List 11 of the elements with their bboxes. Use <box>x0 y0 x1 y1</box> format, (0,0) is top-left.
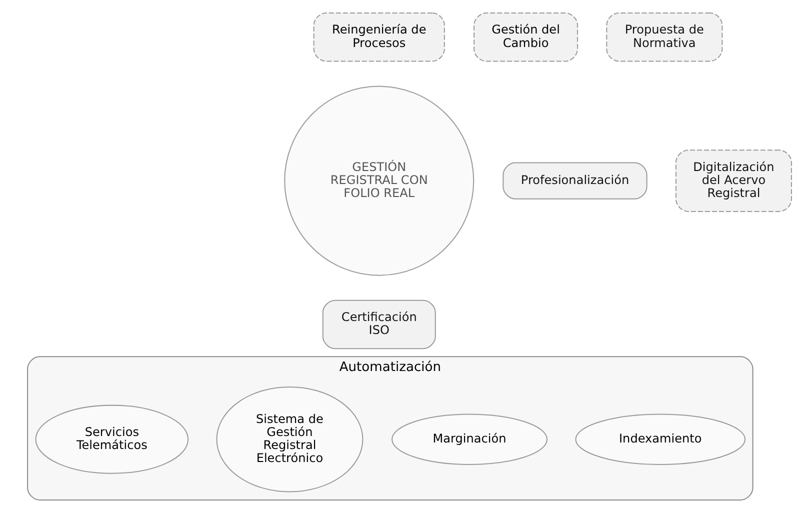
node-box: Gestión del Cambio <box>473 12 578 62</box>
node-box: Propuesta de Normativa <box>606 12 722 62</box>
node-ellipse: Marginación <box>391 413 548 464</box>
node-box: Profesionalización <box>502 162 647 199</box>
node-box: Reingeniería de Procesos <box>312 12 444 62</box>
node-ellipse: Indexamiento <box>574 413 746 464</box>
node-ellipse: Servicios Telemáticos <box>34 404 188 474</box>
node-box: Digitalización del Acervo Registral <box>674 149 792 212</box>
node-ellipse: Sistema de Gestión Registral Electrónico <box>216 386 363 492</box>
node-circle: GESTIÓN REGISTRAL CON FOLIO REAL <box>284 85 474 276</box>
node-box: Certificación ISO <box>322 299 436 349</box>
